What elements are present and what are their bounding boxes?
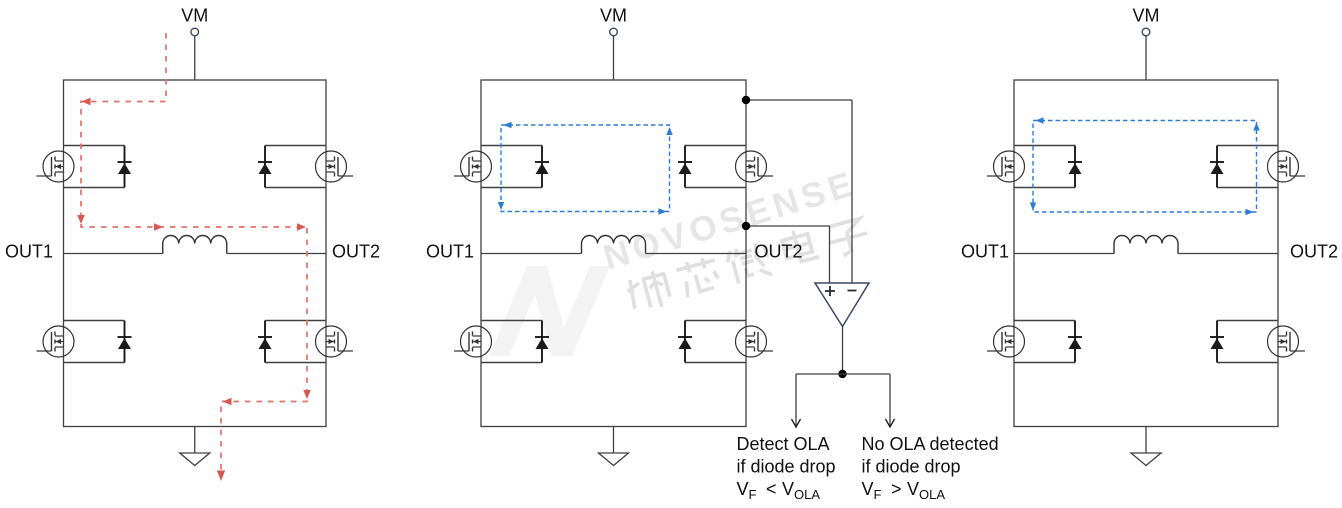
svg-text:>: > bbox=[891, 479, 902, 499]
svg-text:F: F bbox=[874, 487, 882, 502]
svg-text:OLA: OLA bbox=[919, 487, 945, 502]
svg-text:V: V bbox=[737, 479, 749, 499]
svg-text:V: V bbox=[782, 479, 794, 499]
svg-text:OUT1: OUT1 bbox=[426, 242, 474, 262]
svg-text:V: V bbox=[862, 479, 874, 499]
svg-text:Detect OLA: Detect OLA bbox=[737, 434, 830, 454]
svg-text:<: < bbox=[766, 479, 777, 499]
svg-text:No OLA detected: No OLA detected bbox=[862, 434, 999, 454]
svg-text:OLA: OLA bbox=[794, 487, 820, 502]
svg-text:V: V bbox=[907, 479, 919, 499]
svg-text:VM: VM bbox=[1133, 6, 1160, 26]
svg-text:if diode drop: if diode drop bbox=[737, 457, 836, 477]
svg-text:OUT2: OUT2 bbox=[1290, 242, 1338, 262]
svg-text:F: F bbox=[749, 487, 757, 502]
svg-text:VM: VM bbox=[181, 6, 208, 26]
svg-text:OUT1: OUT1 bbox=[961, 242, 1009, 262]
svg-text:OUT2: OUT2 bbox=[755, 242, 803, 262]
svg-text:if diode drop: if diode drop bbox=[862, 457, 961, 477]
svg-text:VM: VM bbox=[600, 6, 627, 26]
svg-text:OUT2: OUT2 bbox=[332, 242, 380, 262]
svg-text:OUT1: OUT1 bbox=[5, 242, 53, 262]
